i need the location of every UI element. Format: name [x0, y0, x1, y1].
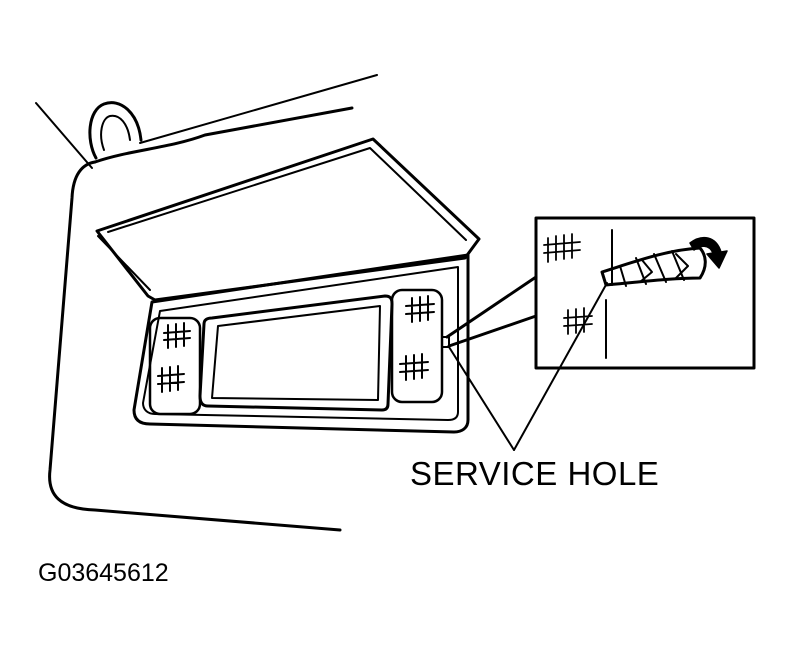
screwdriver-tip [600, 246, 707, 287]
left-lamp-lens [148, 316, 202, 416]
visor-hook [88, 101, 143, 160]
visor-top-edge [93, 106, 354, 164]
figure-id: G03645612 [38, 559, 169, 587]
detail-inset [534, 216, 756, 370]
zoom-lines [445, 275, 538, 348]
pry-direction-arrow [689, 236, 728, 269]
service-hole-label: SERVICE HOLE [410, 455, 660, 492]
sun-visor-body [48, 160, 342, 532]
headliner-lines [35, 74, 378, 169]
mirror-cover [95, 137, 481, 302]
right-lamp-lens [390, 288, 444, 404]
mirror-frame [132, 253, 470, 434]
vanity-mirror [198, 294, 394, 412]
